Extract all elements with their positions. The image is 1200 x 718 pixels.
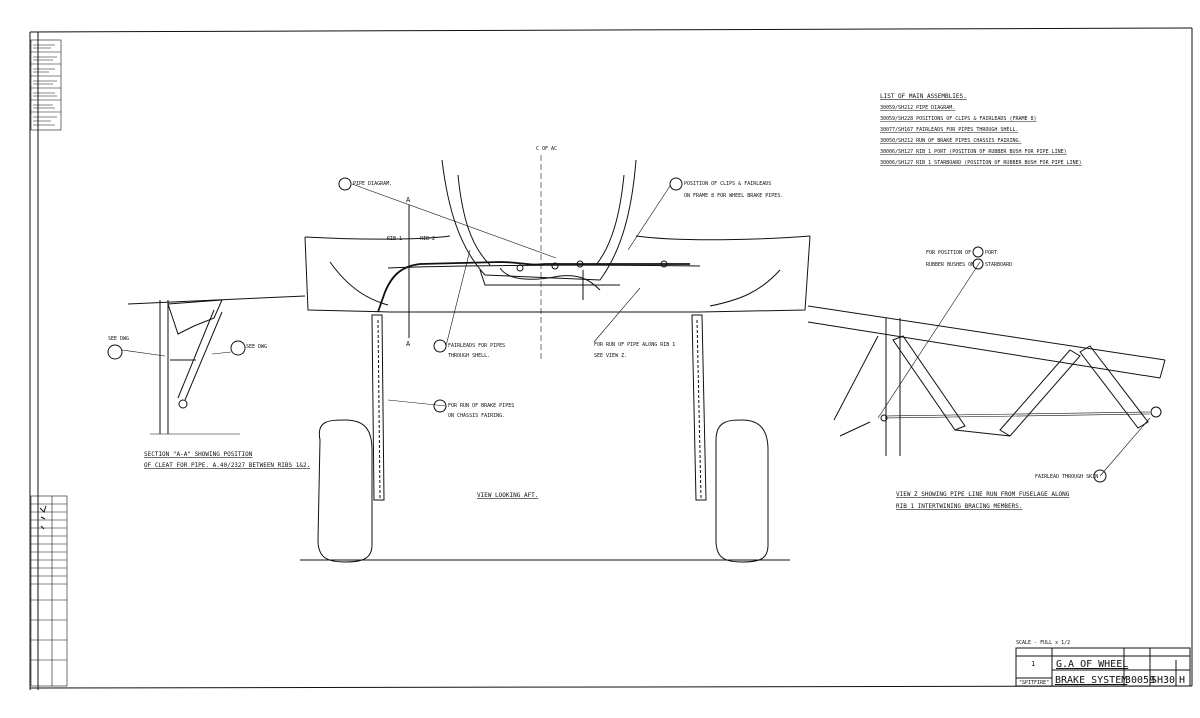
cleat-callout-b: SEE DWG	[246, 344, 267, 350]
section-mark-a-bottom: A	[406, 340, 411, 348]
revision-strip	[30, 39, 68, 687]
callout-run-rib-1: FOR RUN OF PIPE ALONG RIB 1	[594, 342, 675, 348]
title-line-2: BRAKE SYSTEM	[1055, 675, 1127, 686]
bush-callout-stbd: STARBOARD	[985, 262, 1012, 268]
assembly-item: 30077/SH167 FAIRLEADS FOR PIPES THROUGH …	[880, 127, 1018, 133]
view-z-caption-1: VIEW Z SHOWING PIPE LINE RUN FROM FUSELA…	[896, 491, 1070, 498]
assembly-item: 30050/SH212 RUN OF BRAKE PIPES CHASSIS F…	[880, 138, 1021, 144]
assembly-list: LIST OF MAIN ASSEMBLIES. 30059/SH212 PIP…	[880, 93, 1082, 166]
scale-label: SCALE - FULL x 1/2	[1016, 640, 1070, 646]
bush-callout-2: RUBBER BUSHES ON	[926, 262, 974, 268]
callout-chassis-2: ON CHASSIS FAIRING.	[448, 413, 505, 419]
callout-fairlead-2: THROUGH SHELL.	[448, 353, 490, 359]
assembly-item: 30059/SH228 POSITIONS OF CLIPS & FAIRLEA…	[880, 116, 1037, 122]
main-view-caption: VIEW LOOKING AFT.	[477, 492, 538, 499]
project-name: "SPITFIRE"	[1019, 680, 1049, 686]
drawing-number: 30059	[1125, 675, 1155, 686]
callout-pipe-diagram: PIPE DIAGRAM.	[353, 181, 392, 187]
bush-callout-1: FOR POSITION OF	[926, 250, 971, 256]
main-view-looking-aft: C OF AC A A RIB 1 RIB 2 P	[300, 146, 811, 563]
section-caption-2: OF CLEAT FOR PIPE. A.40/2327 BETWEEN RIB…	[144, 462, 310, 469]
bush-callout-port: PORT	[985, 250, 997, 256]
callout-chassis-1: FOR RUN OF BRAKE PIPES	[448, 403, 514, 409]
assembly-item: 30006/SH127 RIB 1 PORT (POSITION OF RUBB…	[880, 149, 1067, 155]
callout-clips-1: POSITION OF CLIPS & FAIRLEADS	[684, 181, 771, 187]
rib1-label: RIB 1	[387, 236, 402, 242]
assembly-list-heading: LIST OF MAIN ASSEMBLIES.	[880, 93, 967, 100]
title-block: SCALE - FULL x 1/2 1 G.A OF WHEEL BRAKE …	[1015, 640, 1191, 687]
callout-run-rib-2: SEE VIEW Z.	[594, 353, 627, 359]
section-mark-a-top: A	[406, 196, 411, 204]
centre-line-label: C OF AC	[536, 146, 557, 152]
view-z-caption-2: RIB 1 INTERTWINING BRACING MEMBERS.	[896, 503, 1022, 510]
assembly-item: 30059/SH212 PIPE DIAGRAM.	[880, 105, 955, 111]
sheet-number: SH30	[1151, 675, 1175, 686]
issue-digit: 1	[1031, 660, 1035, 668]
view-z: FOR POSITION OF RUBBER BUSHES ON PORT ST…	[807, 246, 1166, 510]
rib2-label: RIB 2	[420, 236, 435, 242]
callout-clips-2: ON FRAME 8 FOR WHEEL BRAKE PIPES.	[684, 193, 783, 199]
section-caption-1: SECTION "A-A" SHOWING POSITION	[144, 451, 253, 458]
sheet-border	[29, 27, 1193, 690]
callout-fairlead-1: FAIRLEADS FOR PIPES	[448, 343, 505, 349]
section-a-a-view: SEE DWG SEE DWG SECTION "A-A" SHOWING PO…	[107, 295, 310, 469]
fairlead-skin-callout: FAIRLEAD THROUGH SKIN	[1035, 474, 1098, 480]
issue-letter: H	[1179, 675, 1185, 686]
assembly-item: 30006/SH127 RIB 1 STARBOARD (POSITION OF…	[880, 160, 1082, 166]
title-line-1: G.A OF WHEEL	[1056, 659, 1128, 670]
cleat-callout: SEE DWG	[108, 336, 129, 342]
